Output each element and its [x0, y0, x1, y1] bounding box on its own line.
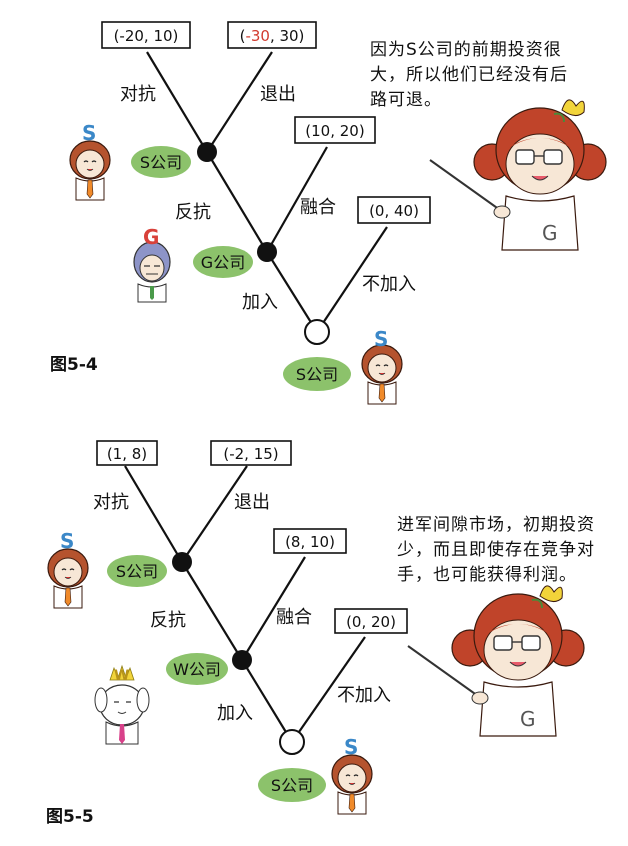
label-fight: 对抗 [120, 84, 156, 105]
svg-text:G公司: G公司 [201, 253, 245, 272]
svg-text:S: S [374, 327, 388, 351]
decision-node-middle [232, 650, 252, 670]
svg-text:(-30, 30): (-30, 30) [240, 27, 305, 45]
edge-enter [266, 251, 318, 333]
label-exit: 退出 [260, 84, 296, 105]
s-company-character-root: S [331, 735, 373, 815]
svg-text:S公司: S公司 [140, 153, 182, 172]
tree-edges [124, 465, 366, 743]
company-oval-root: S公司 [258, 768, 326, 802]
edge-not-enter [316, 226, 388, 333]
label-not-enter: 不加入 [337, 685, 391, 706]
svg-text:S公司: S公司 [296, 365, 338, 384]
company-oval-middle: G公司 [193, 246, 253, 278]
decision-node-top [197, 142, 217, 162]
label-enter: 加入 [217, 703, 253, 724]
svg-text:G: G [143, 225, 159, 249]
svg-text:S: S [82, 121, 96, 145]
note-line: 手，也可能获得利润。 [397, 565, 577, 585]
payoff-box-merge: (8, 10) [273, 528, 347, 554]
payoff-box-fight: (-20, 10) [101, 21, 191, 49]
svg-text:(0, 20): (0, 20) [346, 613, 396, 631]
label-merge: 融合 [276, 607, 312, 628]
highlighted-payoff: -30 [245, 27, 270, 45]
edge-fight [146, 51, 208, 153]
game-tree-5-4: (-20, 10) (-30, 30) (10, 20) (0, 40) 对抗 … [50, 21, 607, 405]
decision-node-top [172, 552, 192, 572]
svg-text:W公司: W公司 [173, 660, 221, 679]
company-oval-root: S公司 [283, 357, 351, 391]
svg-text:(-2, 15): (-2, 15) [223, 445, 278, 463]
figure-label-5-5: 图5-5 [46, 807, 94, 827]
edge-exit [206, 51, 273, 153]
label-resist: 反抗 [150, 610, 186, 631]
svg-text:(1, 8): (1, 8) [107, 445, 147, 463]
svg-text:S公司: S公司 [116, 562, 158, 581]
payoff-box-no-entry: (0, 20) [334, 608, 408, 634]
svg-text:S公司: S公司 [271, 776, 313, 795]
svg-text:(0, 40): (0, 40) [369, 202, 419, 220]
edge-enter [241, 659, 293, 743]
g-company-character: G [133, 225, 171, 303]
note-5-4: 因为S公司的前期投资很 大，所以他们已经没有后 路可退。 [370, 38, 620, 113]
root-node [279, 729, 305, 755]
s-company-character-root: S [361, 327, 403, 405]
note-line: 少，而且即使存在竞争对 [397, 540, 595, 560]
label-fight: 对抗 [93, 492, 129, 513]
company-oval-top: S公司 [131, 146, 191, 178]
svg-text:(8, 10): (8, 10) [285, 533, 335, 551]
edge-fight [124, 465, 183, 563]
note-5-5: 进军间隙市场，初期投资 少，而且即使存在竞争对 手，也可能获得利润。 [397, 513, 622, 588]
tree-edges [146, 51, 388, 333]
edge-resist [181, 561, 243, 661]
label-exit: 退出 [234, 492, 270, 513]
teacher-character-2 [407, 584, 585, 737]
label-resist: 反抗 [175, 202, 211, 223]
note-line: 因为S公司的前期投资很 [370, 40, 562, 60]
company-oval-middle: W公司 [166, 653, 228, 685]
edge-not-enter [291, 636, 366, 743]
svg-text:(-20, 10): (-20, 10) [114, 27, 179, 45]
edge-exit [181, 465, 248, 563]
decision-node-middle [257, 242, 277, 262]
figure-label-5-4: 图5-4 [50, 355, 98, 375]
w-company-character: W [94, 664, 150, 745]
payoff-box-exit: (-30, 30) [227, 21, 317, 49]
company-oval-top: S公司 [107, 555, 167, 587]
root-node [304, 319, 330, 345]
payoff-box-exit: (-2, 15) [210, 440, 292, 466]
label-not-enter: 不加入 [362, 274, 416, 295]
payoff-box-merge: (10, 20) [294, 116, 376, 144]
svg-text:W: W [114, 668, 129, 684]
svg-text:(10, 20): (10, 20) [305, 122, 364, 140]
svg-text:S: S [344, 735, 358, 759]
teacher-character-1 [429, 98, 607, 251]
s-company-character-top: S [69, 121, 111, 201]
edge-resist [206, 151, 268, 253]
note-line: 路可退。 [370, 90, 442, 110]
payoff-box-no-entry: (0, 40) [357, 196, 431, 224]
edge-merge [241, 556, 306, 661]
svg-text:S: S [60, 529, 74, 553]
game-tree-5-5: (1, 8) (-2, 15) (8, 10) (0, 20) 对抗 退出 反抗… [46, 440, 585, 827]
s-company-character-top: S [47, 529, 89, 609]
label-enter: 加入 [242, 292, 278, 313]
note-line: 大，所以他们已经没有后 [370, 65, 568, 85]
edge-merge [266, 146, 328, 253]
label-merge: 融合 [300, 197, 336, 218]
note-line: 进军间隙市场，初期投资 [397, 515, 595, 535]
payoff-box-fight: (1, 8) [96, 440, 158, 466]
